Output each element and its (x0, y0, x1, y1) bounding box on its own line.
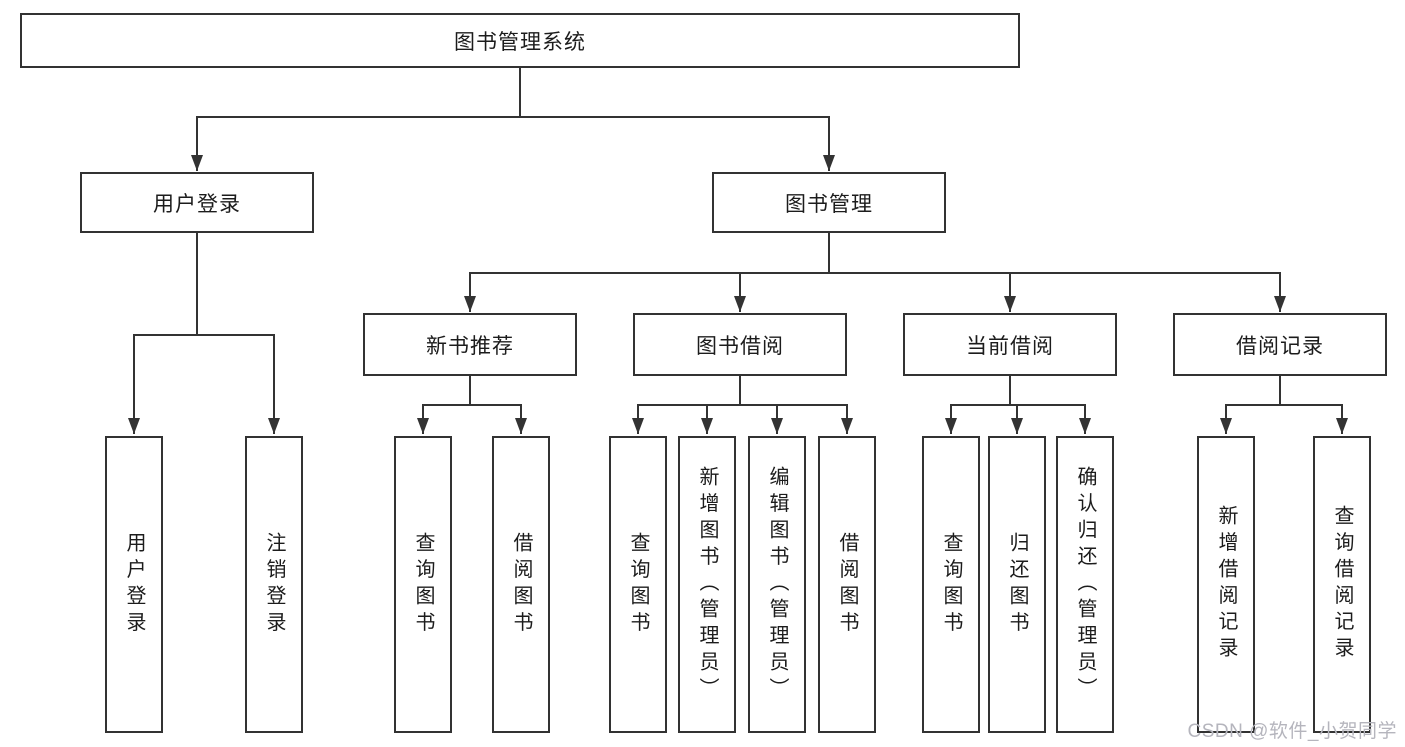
leaf-query-books-borrow: 查询图书 (609, 436, 667, 733)
leaf-query-borrow-record-label: 查询借阅记录 (1331, 505, 1353, 664)
leaf-query-books-recommend-label: 查询图书 (412, 531, 434, 638)
node-root: 图书管理系统 (20, 13, 1020, 68)
node-borrowing-records: 借阅记录 (1173, 313, 1387, 376)
leaf-user-login-label: 用户登录 (123, 531, 145, 638)
leaf-borrow-books-label: 借阅图书 (836, 531, 858, 638)
node-user-login-label: 用户登录 (153, 192, 241, 216)
watermark: CSDN @软件_小贺同学 (1187, 721, 1397, 742)
node-book-management: 图书管理 (712, 172, 946, 233)
leaf-query-books-current-label: 查询图书 (940, 531, 962, 638)
leaf-borrow-books-recommend-label: 借阅图书 (510, 531, 532, 638)
node-book-borrowing: 图书借阅 (633, 313, 847, 376)
leaf-add-books-admin: 新增图书（管理员） (678, 436, 736, 733)
leaf-return-books: 归还图书 (988, 436, 1046, 733)
leaf-logout-label: 注销登录 (263, 531, 285, 638)
leaf-borrow-books: 借阅图书 (818, 436, 876, 733)
node-borrowing-records-label: 借阅记录 (1236, 334, 1324, 358)
leaf-confirm-return-admin: 确认归还（管理员） (1056, 436, 1114, 733)
node-user-login: 用户登录 (80, 172, 314, 233)
node-current-borrowing: 当前借阅 (903, 313, 1117, 376)
leaf-return-books-label: 归还图书 (1006, 531, 1028, 638)
leaf-borrow-books-recommend: 借阅图书 (492, 436, 550, 733)
leaf-confirm-return-admin-label: 确认归还（管理员） (1074, 465, 1096, 704)
leaf-user-login: 用户登录 (105, 436, 163, 733)
node-new-book-recommendation-label: 新书推荐 (426, 334, 514, 358)
node-new-book-recommendation: 新书推荐 (363, 313, 577, 376)
leaf-add-books-admin-label: 新增图书（管理员） (696, 465, 718, 704)
leaf-edit-books-admin: 编辑图书（管理员） (748, 436, 806, 733)
leaf-add-borrow-record: 新增借阅记录 (1197, 436, 1255, 733)
leaf-query-books-borrow-label: 查询图书 (627, 531, 649, 638)
node-current-borrowing-label: 当前借阅 (966, 334, 1054, 358)
node-book-management-label: 图书管理 (785, 192, 873, 216)
leaf-query-books-recommend: 查询图书 (394, 436, 452, 733)
leaf-logout: 注销登录 (245, 436, 303, 733)
node-root-label: 图书管理系统 (454, 30, 586, 54)
node-book-borrowing-label: 图书借阅 (696, 334, 784, 358)
leaf-add-borrow-record-label: 新增借阅记录 (1215, 505, 1237, 664)
leaf-query-books-current: 查询图书 (922, 436, 980, 733)
leaf-query-borrow-record: 查询借阅记录 (1313, 436, 1371, 733)
leaf-edit-books-admin-label: 编辑图书（管理员） (766, 465, 788, 704)
